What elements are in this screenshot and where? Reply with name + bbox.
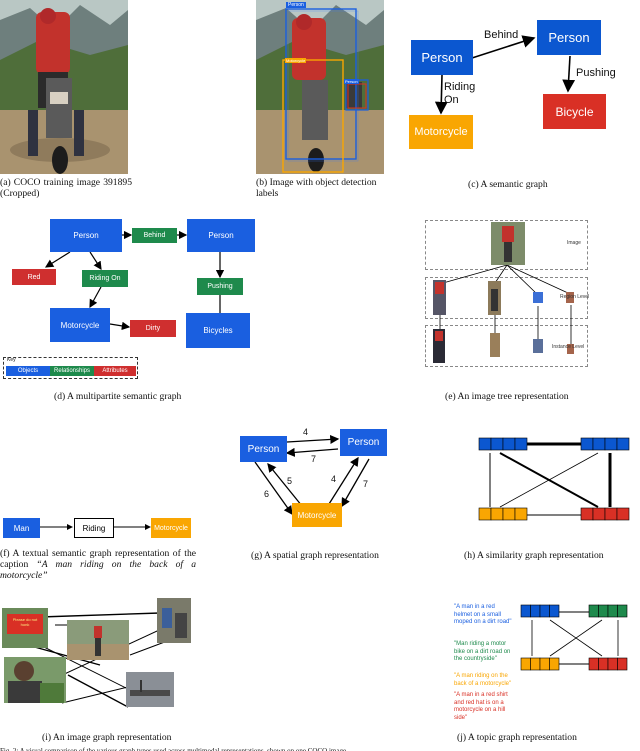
image-graph-photo-sign: Please do not honk [2, 608, 48, 648]
spatial-weight-top-forward: 4 [303, 427, 309, 437]
detection-label-motorcycle: Motorcycle [285, 58, 307, 63]
spatial-weight-right-up: 4 [331, 474, 337, 484]
caption-a: (a) COCO training image 391895 (Cropped) [0, 177, 132, 199]
topic-node-blue [520, 604, 560, 618]
topic-quote-1: "A man in a red helmet on a small moped … [454, 604, 512, 625]
topic-node-red [588, 657, 628, 671]
image-graph-photo-bikes [157, 598, 191, 643]
caption-f: (f) A textual semantic graph representat… [0, 548, 196, 581]
caption-g: (g) A spatial graph representation [251, 550, 379, 561]
similarity-node-blue-1 [478, 437, 528, 451]
caption-b: (b) Image with object detection labels [256, 177, 377, 199]
topic-node-orange [520, 657, 560, 671]
semantic-edge-pushing: Pushing [576, 67, 616, 79]
tree-instance-small-1 [533, 339, 543, 353]
topic-quote-3: "A man riding on the back of a motorcycl… [454, 673, 512, 687]
multipartite-node-pushing: Pushing [197, 278, 243, 295]
tree-region-motorcycle [488, 281, 501, 315]
tree-edges [439, 264, 572, 344]
tree-level-instance-box [425, 325, 588, 367]
image-graph-photo-motorcycle [67, 620, 129, 660]
tree-root-image [491, 222, 525, 265]
caption-h: (h) A similarity graph representation [464, 550, 604, 561]
image-graph-photo-boats [126, 672, 174, 707]
spatial-weight-right-down: 7 [363, 479, 369, 489]
textual-node-man: Man [3, 518, 40, 538]
spatial-graph-edges [254, 434, 370, 516]
tree-instance-small-2 [567, 344, 574, 354]
textual-graph-edges [40, 524, 151, 530]
similarity-node-red [580, 507, 630, 521]
semantic-node-person-1: Person [411, 40, 473, 75]
multipartite-node-person-2: Person [187, 219, 255, 252]
multipartite-node-person-1: Person [50, 219, 122, 252]
semantic-graph-edges [434, 35, 576, 115]
tree-level-image-box [425, 220, 588, 270]
spatial-weight-left-up: 5 [287, 476, 293, 486]
semantic-node-motorcycle: Motorcycle [409, 115, 473, 149]
tree-level-region-box [425, 277, 588, 319]
caption-f-quote: “A man riding on the back of a motorcycl… [0, 559, 196, 581]
textual-node-riding: Riding [74, 518, 114, 538]
key-title: Key [7, 357, 16, 363]
tree-region-person [433, 280, 446, 315]
honk-sign-text: Please do not honk [12, 617, 38, 627]
caption-i: (i) An image graph representation [42, 732, 172, 743]
multipartite-node-motorcycle: Motorcycle [50, 308, 110, 342]
coco-photo [0, 0, 128, 174]
key-attributes: Attributes [94, 366, 136, 376]
textual-node-motorcycle: Motorcycle [151, 518, 191, 538]
caption-e: (e) An image tree representation [445, 391, 569, 402]
tree-region-small-2 [566, 292, 574, 303]
detection-label-person: Person [286, 2, 306, 8]
caption-c: (c) A semantic graph [468, 179, 548, 190]
similarity-node-orange [478, 507, 528, 521]
image-graph-photo-person [4, 657, 66, 703]
tree-instance-motorcycle [490, 333, 500, 357]
topic-quote-4: "A man in a red shirt and red hat is on … [454, 692, 508, 721]
topic-node-green [588, 604, 628, 618]
tree-label-region: Region Level [560, 294, 590, 300]
multipartite-node-bicycles: Bicycles [186, 313, 250, 348]
tree-instance-person [433, 329, 445, 363]
spatial-weight-left-down: 6 [264, 489, 270, 499]
similarity-node-blue-2 [580, 437, 630, 451]
tree-region-small-1 [533, 292, 543, 303]
similarity-graph [489, 442, 612, 516]
detection-boxes [282, 8, 369, 173]
key-relationships: Relationships [50, 366, 94, 376]
caption-f-prefix: (f) A textual semantic graph representat… [0, 548, 196, 570]
tree-label-instance: Instance Level [552, 344, 585, 350]
semantic-node-person-2: Person [537, 20, 601, 55]
spatial-node-motorcycle: Motorcycle [292, 503, 342, 527]
tree-label-image: Image [567, 240, 581, 246]
multipartite-node-behind: Behind [132, 228, 177, 243]
multipartite-node-red: Red [12, 269, 56, 285]
spatial-node-person-2: Person [340, 429, 387, 456]
caption-d: (d) A multipartite semantic graph [54, 391, 182, 402]
multipartite-node-dirty: Dirty [130, 320, 176, 337]
multipartite-key: Key Objects Relationships Attributes [3, 357, 138, 379]
multipartite-graph-edges [44, 230, 225, 331]
semantic-edge-behind: Behind [484, 29, 519, 41]
topic-quote-2: "Man riding a motor bike on a dirt road … [454, 641, 511, 662]
caption-j: (j) A topic graph representation [457, 732, 577, 743]
detection-label-bicycle-person: Person [344, 79, 359, 84]
figure-caption: Fig. 2: A visual comparison of the vario… [0, 747, 347, 751]
semantic-node-bicycle: Bicycle [543, 94, 606, 129]
topic-graph-edges [531, 611, 619, 665]
spatial-node-person-1: Person [240, 436, 287, 462]
key-objects: Objects [6, 366, 50, 376]
multipartite-node-riding-on: Riding On [82, 270, 128, 287]
spatial-weight-top-back: 7 [311, 454, 317, 464]
